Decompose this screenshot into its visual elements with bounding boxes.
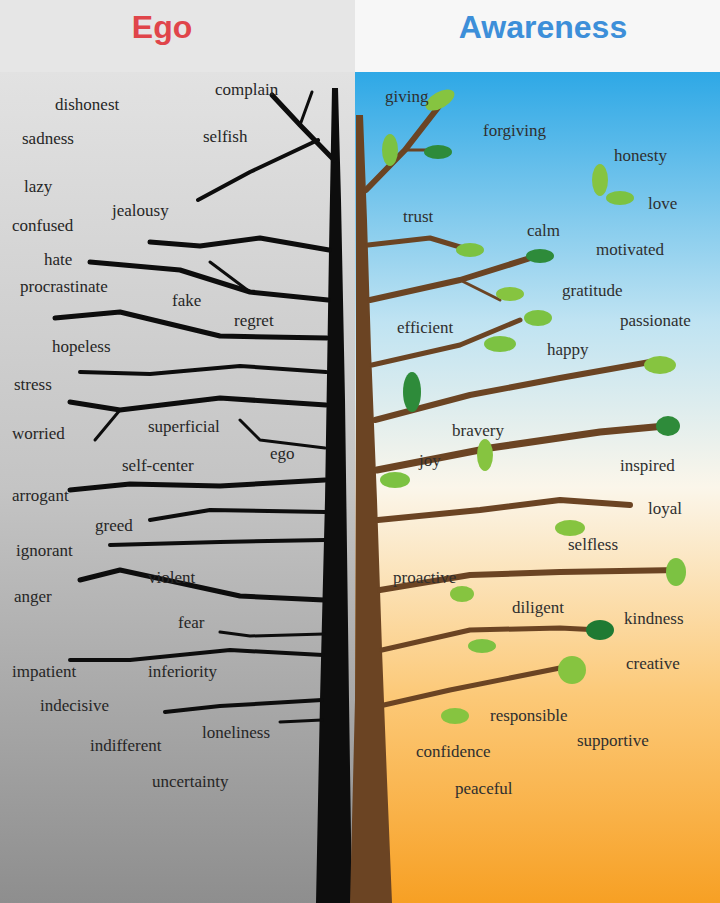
awareness-word: efficient: [397, 318, 453, 338]
ego-word: sadness: [22, 129, 74, 149]
awareness-word: happy: [547, 340, 589, 360]
awareness-word: calm: [527, 221, 560, 241]
awareness-word: joy: [419, 451, 441, 471]
awareness-word: responsible: [490, 706, 567, 726]
awareness-word: bravery: [452, 421, 504, 441]
ego-word: dishonest: [55, 95, 119, 115]
awareness-word: diligent: [512, 598, 564, 618]
ego-word: stress: [14, 375, 52, 395]
awareness-word: forgiving: [483, 121, 546, 141]
ego-word: inferiority: [148, 662, 217, 682]
awareness-word: proactive: [393, 568, 456, 588]
ego-word: ego: [270, 444, 295, 464]
awareness-word: loyal: [648, 499, 682, 519]
ego-word: hate: [44, 250, 72, 270]
awareness-word: inspired: [620, 456, 675, 476]
panel-heading: Awareness: [459, 8, 627, 46]
ego-word: violent: [148, 568, 195, 588]
ego-word: hopeless: [52, 337, 111, 357]
awareness-word: love: [648, 194, 677, 214]
awareness-word: honesty: [614, 146, 667, 166]
ego-word: superficial: [148, 417, 220, 437]
awareness-word: selfless: [568, 535, 618, 555]
awareness-word: motivated: [596, 240, 664, 260]
ego-word: ignorant: [16, 541, 73, 561]
ego-word: fake: [172, 291, 201, 311]
ego-word: greed: [95, 516, 133, 536]
awareness-word: giving: [385, 87, 428, 107]
ego-word: fear: [178, 613, 204, 633]
ego-word: arrogant: [12, 486, 69, 506]
ego-word: selfish: [203, 127, 247, 147]
awareness-word: passionate: [620, 311, 691, 331]
awareness-word: gratitude: [562, 281, 622, 301]
awareness-word: kindness: [624, 609, 684, 629]
awareness-word: confidence: [416, 742, 491, 762]
ego-word: confused: [12, 216, 73, 236]
awareness-word: trust: [403, 207, 433, 227]
panel-heading: Ego: [132, 8, 192, 46]
ego-word: anger: [14, 587, 52, 607]
ego-word: impatient: [12, 662, 76, 682]
awareness-word: peaceful: [455, 779, 513, 799]
ego-word: indifferent: [90, 736, 161, 756]
ego-word: uncertainty: [152, 772, 228, 792]
ego-word: jealousy: [112, 201, 169, 221]
ego-word: regret: [234, 311, 274, 331]
awareness-word: supportive: [577, 731, 649, 751]
ego-word: worried: [12, 424, 65, 444]
ego-word: loneliness: [202, 723, 270, 743]
ego-word: complain: [215, 80, 278, 100]
awareness-word: creative: [626, 654, 680, 674]
ego-word: procrastinate: [20, 277, 108, 297]
ego-word: indecisive: [40, 696, 109, 716]
ego-word: self-center: [122, 456, 194, 476]
ego-word: lazy: [24, 177, 52, 197]
